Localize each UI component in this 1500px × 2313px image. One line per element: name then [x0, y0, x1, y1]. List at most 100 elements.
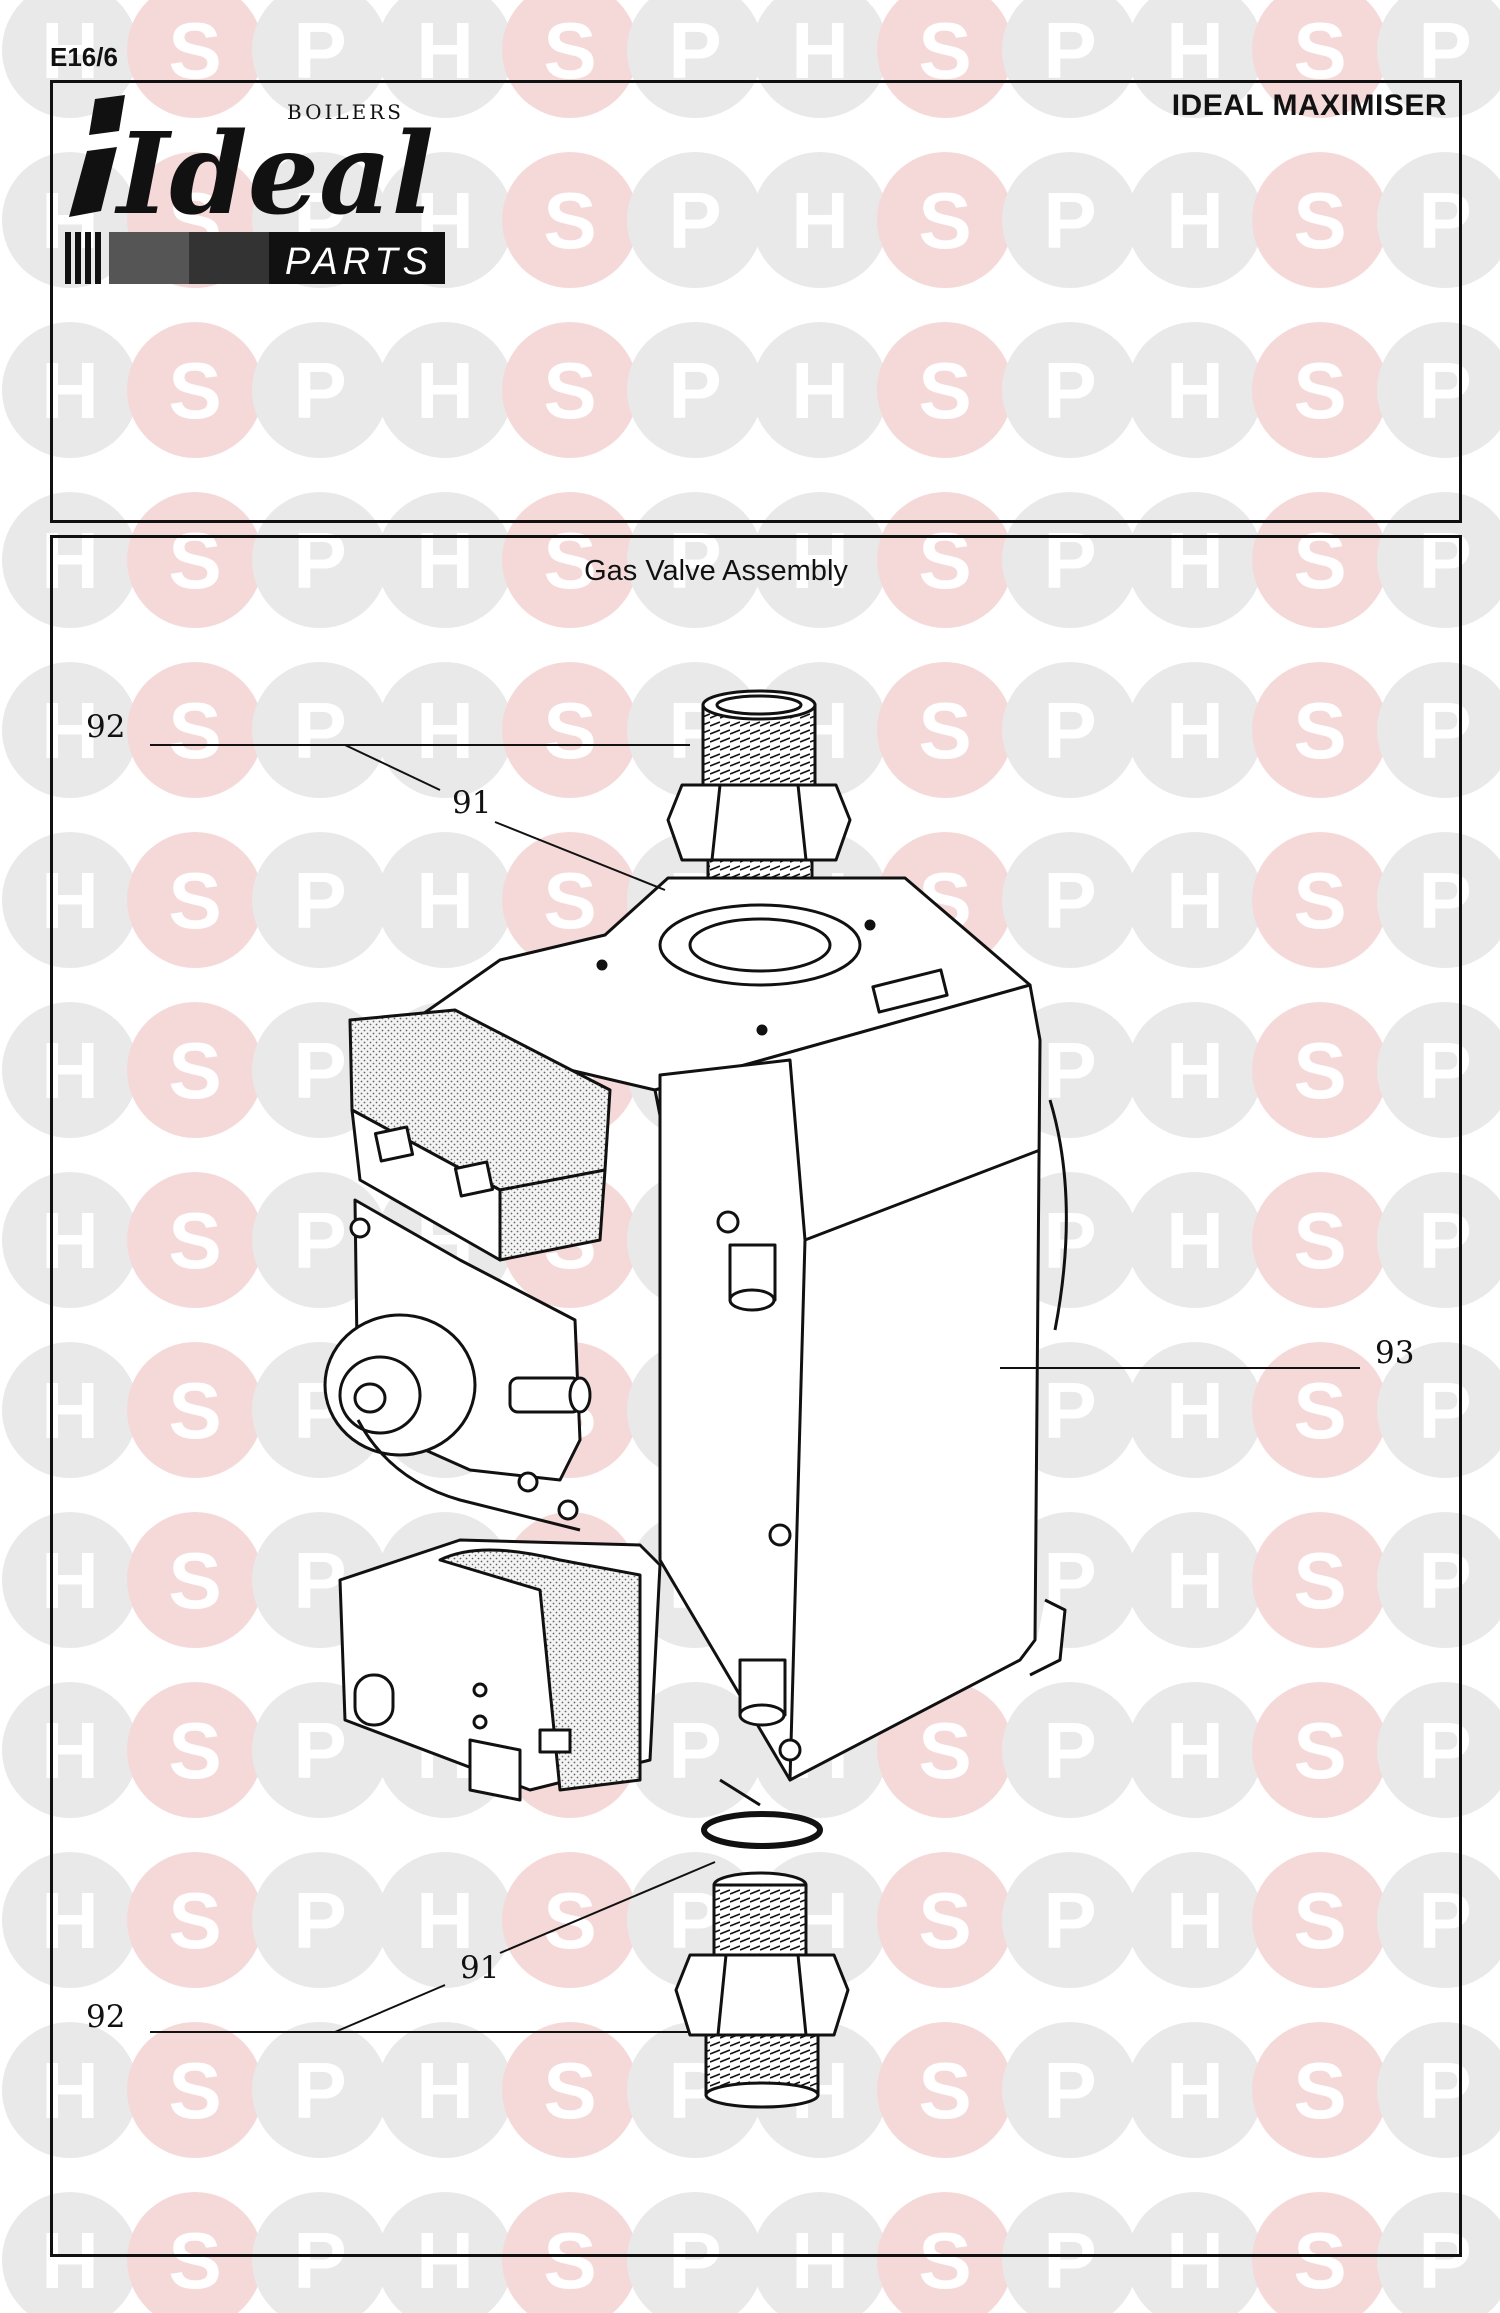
svg-text:H: H — [1166, 516, 1224, 605]
svg-text:H: H — [791, 346, 849, 435]
watermark-badge: P — [1377, 1852, 1500, 1988]
svg-text:H: H — [1166, 176, 1224, 265]
watermark-badge: P — [1377, 832, 1500, 968]
svg-text:P: P — [1418, 686, 1471, 775]
svg-text:H: H — [1166, 1706, 1224, 1795]
svg-text:S: S — [1293, 176, 1346, 265]
svg-text:P: P — [293, 1026, 346, 1115]
svg-text:S: S — [168, 1706, 221, 1795]
watermark-badge: P — [1377, 2192, 1500, 2313]
svg-text:H: H — [416, 856, 474, 945]
svg-text:S: S — [1293, 1706, 1346, 1795]
watermark-badge: H — [1127, 1682, 1263, 1818]
watermark-badge: S — [127, 832, 263, 968]
svg-text:H: H — [791, 2216, 849, 2305]
watermark-badge: H — [377, 662, 513, 798]
watermark-badge: P — [1002, 662, 1138, 798]
watermark-badge: P — [1002, 322, 1138, 458]
svg-text:P: P — [293, 2216, 346, 2305]
svg-text:H: H — [1166, 2216, 1224, 2305]
watermark-badge: P — [1002, 832, 1138, 968]
watermark-badge: H — [752, 2192, 888, 2313]
valve-body — [398, 876, 1068, 1807]
watermark-badge: H — [377, 322, 513, 458]
watermark-badge: P — [1002, 2022, 1138, 2158]
svg-text:P: P — [1043, 346, 1096, 435]
watermark-badge: H — [1127, 1512, 1263, 1648]
callout-92-bottom: 92 — [86, 1999, 126, 2035]
svg-text:S: S — [168, 1026, 221, 1115]
svg-text:H: H — [1166, 1876, 1224, 1965]
svg-text:S: S — [918, 686, 971, 775]
svg-text:P: P — [1043, 1196, 1096, 1285]
svg-text:S: S — [168, 516, 221, 605]
watermark-badge: P — [252, 662, 388, 798]
svg-text:S: S — [1293, 856, 1346, 945]
watermark-badge: H — [1127, 2022, 1263, 2158]
ideal-parts-logo: Ideal BOILERS PARTS — [65, 95, 445, 284]
watermark-badge: S — [1252, 1342, 1388, 1478]
pressure-regulator — [323, 1198, 592, 1532]
svg-text:H: H — [1166, 2046, 1224, 2135]
watermark-badge: P — [1377, 1172, 1500, 1308]
watermark-badge: S — [877, 1852, 1013, 1988]
watermark-badge: H — [752, 152, 888, 288]
svg-text:S: S — [543, 856, 596, 945]
watermark-badge: H — [377, 2192, 513, 2313]
watermark-badge: P — [1002, 1852, 1138, 1988]
watermark-badge: S — [127, 1852, 263, 1988]
diagram-frame: Gas Valve Assembly — [50, 535, 1462, 2257]
watermark-badge: S — [502, 662, 638, 798]
watermark-badge: S — [1252, 1172, 1388, 1308]
svg-text:S: S — [168, 856, 221, 945]
svg-text:P: P — [293, 2046, 346, 2135]
svg-text:S: S — [168, 1366, 221, 1455]
watermark-badge: S — [1252, 1682, 1388, 1818]
upper-solenoid-cover — [348, 1008, 612, 1262]
watermark-badge: H — [2, 1342, 138, 1478]
watermark-badge: P — [252, 1852, 388, 1988]
svg-text:S: S — [168, 1876, 221, 1965]
svg-text:S: S — [1293, 686, 1346, 775]
watermark-badge: S — [877, 662, 1013, 798]
watermark-badge: S — [127, 662, 263, 798]
watermark-badge: P — [1377, 322, 1500, 458]
watermark-badge: H — [1127, 1852, 1263, 1988]
svg-text:S: S — [1293, 516, 1346, 605]
watermark-badge: P — [1377, 2022, 1500, 2158]
svg-text:S: S — [918, 346, 971, 435]
watermark-badge: P — [252, 322, 388, 458]
svg-text:H: H — [1166, 1366, 1224, 1455]
svg-text:P: P — [1043, 2046, 1096, 2135]
svg-text:H: H — [1166, 346, 1224, 435]
watermark-badge: P — [627, 2192, 763, 2313]
svg-text:P: P — [1418, 346, 1471, 435]
svg-text:P: P — [293, 346, 346, 435]
diagram-title: Gas Valve Assembly — [584, 555, 848, 587]
page-code: E16/6 — [50, 42, 118, 72]
watermark-badge: H — [1127, 1002, 1263, 1138]
svg-text:P: P — [1418, 516, 1471, 605]
watermark-badge: P — [1377, 1682, 1500, 1818]
svg-text:S: S — [543, 2046, 596, 2135]
watermark-badge: P — [627, 152, 763, 288]
svg-text:H: H — [416, 686, 474, 775]
svg-text:H: H — [1166, 856, 1224, 945]
bottom-o-ring — [701, 1811, 823, 1849]
svg-text:P: P — [1418, 2046, 1471, 2135]
watermark-badge: S — [1252, 1852, 1388, 1988]
watermark-badge: H — [1127, 662, 1263, 798]
svg-text:P: P — [1418, 1196, 1471, 1285]
svg-text:P: P — [1418, 1706, 1471, 1795]
svg-text:P: P — [668, 516, 721, 605]
watermark-badge: P — [252, 832, 388, 968]
watermark-badge: H — [377, 832, 513, 968]
header-box: Ideal BOILERS PARTS IDEAL MAXIMISER — [50, 80, 1462, 523]
watermark-badge: S — [502, 322, 638, 458]
callout-91-top: 91 — [452, 785, 492, 821]
watermark-badge: S — [1252, 152, 1388, 288]
svg-text:P: P — [1418, 1536, 1471, 1625]
svg-text:P: P — [293, 686, 346, 775]
watermark-badge: P — [1002, 1682, 1138, 1818]
svg-text:P: P — [1418, 2216, 1471, 2305]
